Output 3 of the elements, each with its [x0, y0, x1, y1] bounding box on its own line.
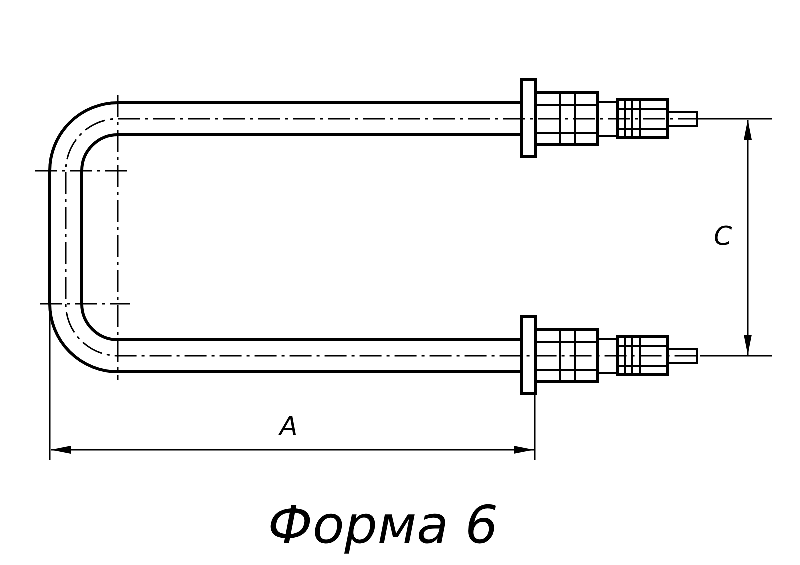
caption: Форма 6 — [268, 496, 498, 556]
dimension-label: C — [714, 222, 732, 252]
dimension-label: A — [280, 412, 298, 442]
